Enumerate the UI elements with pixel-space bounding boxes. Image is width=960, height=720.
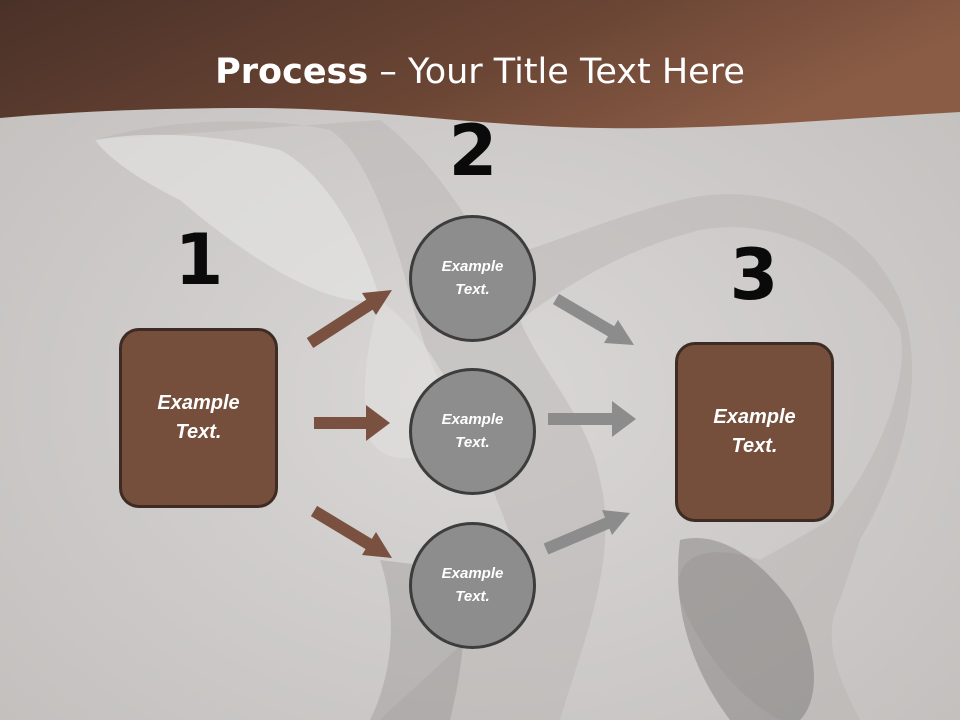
- step-1-line2: Text.: [175, 421, 222, 443]
- step-2-circle-middle: Example Text.: [409, 368, 536, 495]
- step-3-line2: Text.: [731, 435, 778, 457]
- circle-middle-line1: Example: [441, 411, 504, 428]
- arrow-right-up: [543, 510, 630, 555]
- step-number-3: 3: [729, 234, 779, 316]
- title-rest: – Your Title Text Here: [368, 52, 745, 92]
- arrow-left-up: [306, 290, 392, 349]
- step-1-box: Example Text.: [119, 328, 278, 508]
- circle-bottom-line1: Example: [441, 565, 504, 582]
- circle-bottom-line2: Text.: [455, 587, 490, 605]
- step-2-circle-top: Example Text.: [409, 215, 536, 342]
- arrows: [306, 290, 636, 558]
- step-2-circle-bottom: Example Text.: [409, 522, 536, 649]
- circle-top-line1: Example: [441, 258, 504, 275]
- header-band: [0, 0, 960, 129]
- circle-top-line2: Text.: [455, 280, 490, 298]
- arrow-right-down: [552, 293, 634, 345]
- slide-title: Process – Your Title Text Here: [0, 52, 960, 92]
- arrow-right-middle: [548, 401, 636, 437]
- circle-middle-line2: Text.: [455, 433, 490, 451]
- step-number-2: 2: [448, 110, 498, 192]
- step-1-line1: Example: [157, 392, 240, 414]
- arrow-left-middle: [314, 405, 390, 441]
- step-number-1: 1: [174, 219, 224, 301]
- title-bold: Process: [215, 52, 369, 92]
- step-3-box: Example Text.: [675, 342, 834, 522]
- step-3-line1: Example: [713, 406, 796, 428]
- arrow-left-down: [310, 505, 392, 558]
